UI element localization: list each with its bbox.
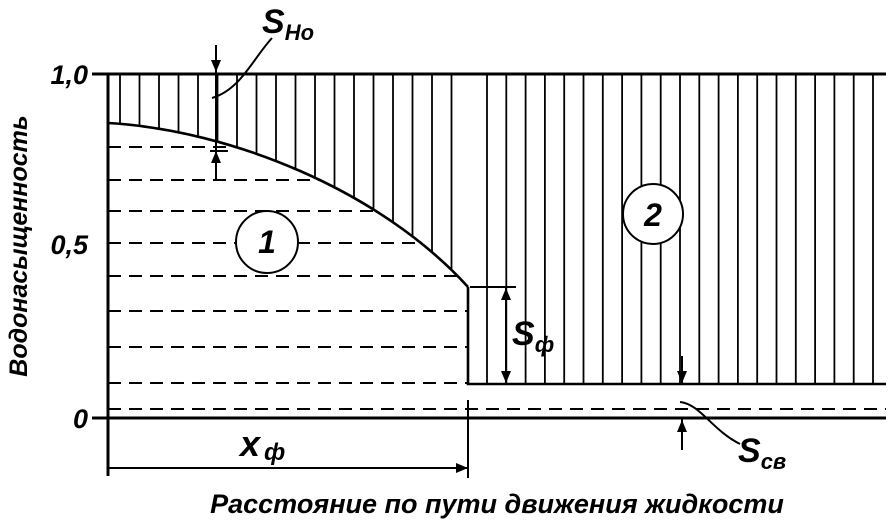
s-no-dimension — [210, 37, 273, 180]
zone-1-circle — [235, 210, 299, 274]
zone-2-number: 2 — [643, 197, 662, 233]
y-tick-0: 0 — [73, 404, 88, 434]
x-f-dimension — [108, 400, 469, 478]
s-no-label: SНо — [262, 3, 314, 45]
y-tick-1-0: 1,0 — [50, 60, 88, 90]
s-f-dimension — [470, 286, 516, 384]
zone-2-circle — [622, 183, 684, 245]
zone-1-water-hatching — [108, 146, 468, 384]
x-axis-title: Расстояние по пути движения жидкости — [210, 489, 784, 519]
s-f-label: Sф — [512, 315, 554, 357]
y-tick-0-5: 0,5 — [50, 230, 89, 260]
zone-1-residual-oil-hatching — [119, 74, 453, 270]
front-jump-line — [466, 287, 886, 386]
saturation-curve — [107, 121, 469, 288]
zone-2-hatching — [486, 74, 874, 384]
zone-1-number: 1 — [258, 224, 276, 260]
y-axis-title: Водонасыщенность — [5, 115, 33, 376]
s-sv-label: Sсв — [738, 432, 786, 474]
s-sv-dimension — [677, 356, 741, 450]
